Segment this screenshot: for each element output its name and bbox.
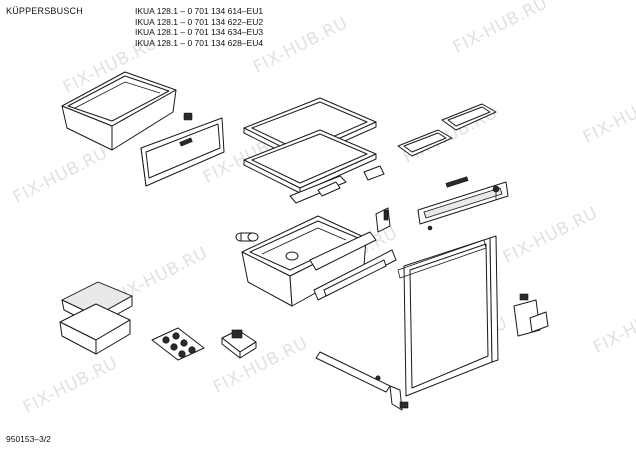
- crisper-front-panel: [140, 117, 225, 187]
- screw: [427, 185, 500, 231]
- model-line: IKUA 128.1 – 0 701 134 622–EU2: [135, 16, 264, 27]
- glass-shelf-lower: [243, 129, 377, 194]
- door-rail: [315, 351, 409, 411]
- brand-name: KÜPPERSBUSCH: [6, 6, 83, 16]
- clip-small: [183, 112, 193, 121]
- drawer-cover: [309, 231, 397, 301]
- model-line: IKUA 128.1 – 0 701 134 614–EU1: [135, 6, 264, 16]
- hinge-bracket: [375, 207, 391, 233]
- vegetable-drawer: [241, 215, 367, 307]
- model-line: IKUA 128.1 – 0 701 134 634–EU3: [135, 27, 264, 37]
- egg-tray-large: [441, 103, 497, 131]
- roller: [235, 232, 299, 261]
- crisper-tray: [61, 71, 177, 151]
- door-handle-strip: [417, 176, 509, 225]
- hinge-kit: [513, 293, 549, 337]
- egg-tray-small: [397, 129, 453, 157]
- document-number: 950153–3/2: [6, 434, 51, 444]
- ice-cube-tray: [221, 329, 257, 359]
- door-gasket: [397, 239, 487, 279]
- model-list: IKUA 128.1 – 0 701 134 614–EU1 IKUA 128.…: [135, 6, 263, 48]
- door: [403, 235, 499, 397]
- model-line: IKUA 128.1 – 0 701 134 628–EU4: [135, 37, 264, 48]
- egg-holder: [151, 327, 205, 361]
- butter-box: [59, 303, 131, 355]
- shelf-clip: [289, 165, 385, 204]
